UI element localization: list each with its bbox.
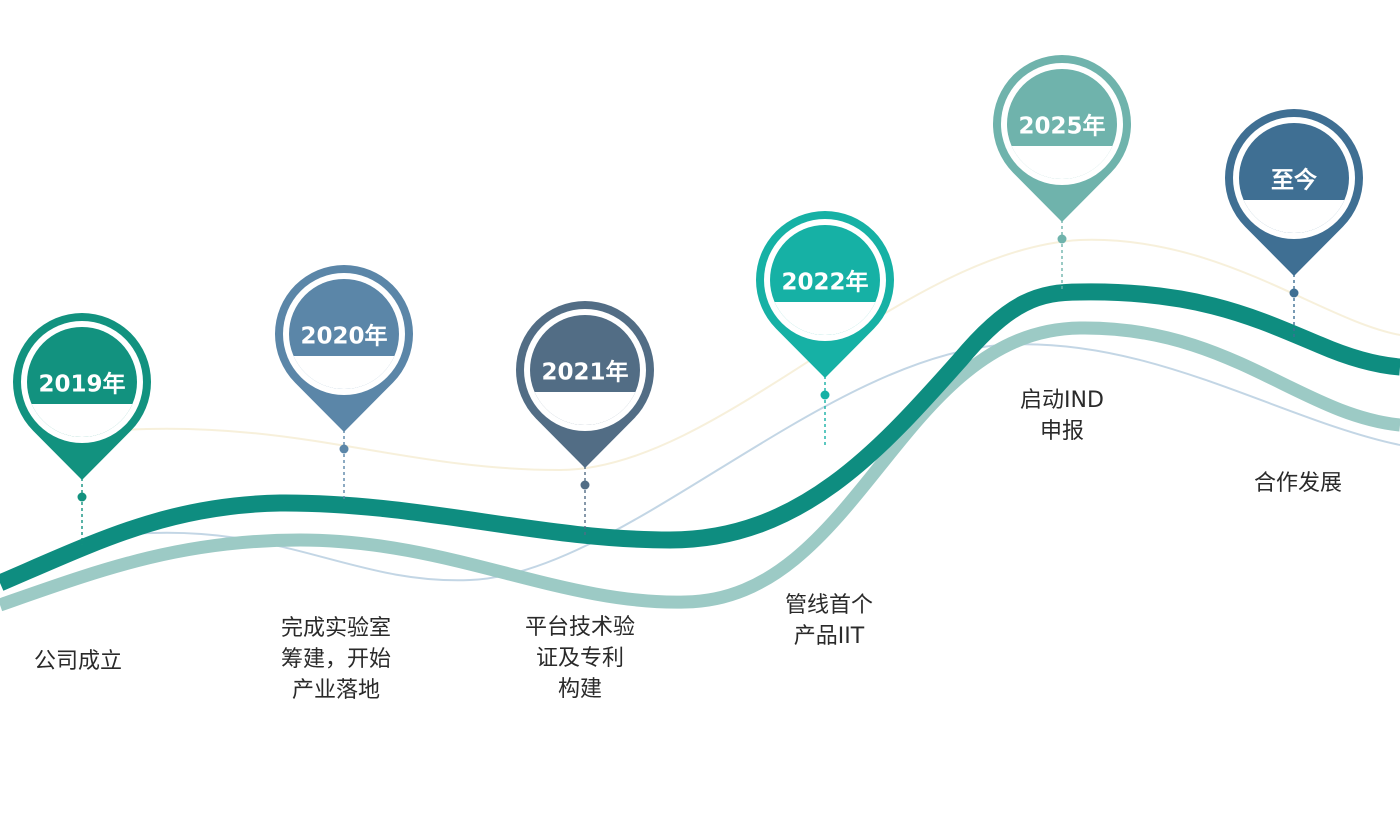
milestone-pin-2025: 2025年 [992, 54, 1132, 292]
main-wave [0, 283, 1400, 591]
milestone-year-label: 2020年 [300, 323, 387, 350]
milestone-desc-now: 合作发展 [1253, 471, 1343, 496]
milestone-desc-2021: 平台技术验 证及专利 构建 [524, 615, 636, 702]
milestone-pin-2022: 2022年 [756, 211, 894, 445]
milestone-year-label: 2025年 [1018, 113, 1105, 140]
connector-dot [1057, 234, 1067, 244]
milestone-year-label: 至今 [1271, 167, 1317, 194]
milestone-pin-2020: 2020年 [275, 265, 414, 500]
connector-dot [339, 444, 349, 454]
milestone-desc-2020: 完成实验室 筹建，开始 产业落地 [280, 616, 392, 703]
connector-dot [1289, 288, 1299, 298]
milestone-pin-now: 至今 [1225, 108, 1363, 340]
connector-dot [580, 480, 590, 490]
light-wave [0, 321, 1400, 612]
connector-dot [77, 492, 87, 502]
milestone-pin-2019: 2019年 [12, 313, 151, 545]
connector-dot [820, 390, 830, 400]
blue-thin-wave [119, 343, 1400, 582]
milestone-desc-2019: 公司成立 [33, 649, 123, 674]
milestone-pin-2021: 2021年 [516, 301, 654, 535]
milestone-desc-2025: 启动IND 申报 [1020, 388, 1104, 444]
milestone-year-label: 2021年 [541, 359, 628, 386]
milestone-desc-2022: 管线首个 产品IIT [784, 593, 874, 649]
milestone-year-label: 2019年 [38, 371, 125, 398]
milestone-year-label: 2022年 [781, 269, 868, 296]
